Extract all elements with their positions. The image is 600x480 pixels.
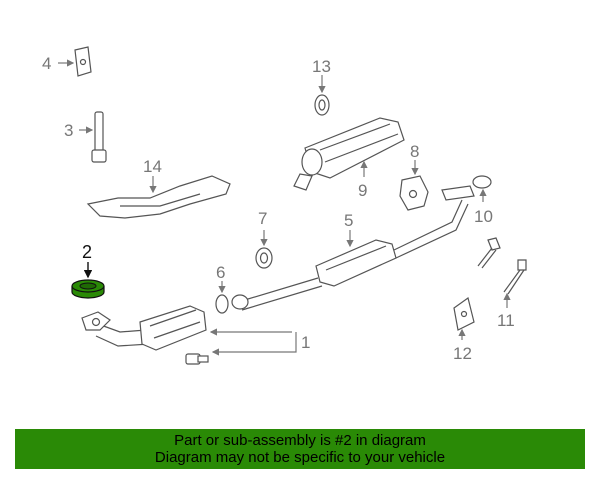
part-1-front-pipe-converter[interactable]: 1	[81, 305, 310, 365]
footer-banner: Part or sub-assembly is #2 in diagram Di…	[15, 429, 585, 469]
label-7: 7	[258, 209, 267, 228]
footer-line-2: Diagram may not be specific to your vehi…	[154, 449, 446, 466]
part-4-bracket[interactable]: 4	[42, 46, 92, 77]
label-11: 11	[497, 311, 515, 330]
label-5: 5	[344, 211, 353, 230]
label-2: 2	[82, 242, 92, 262]
label-14: 14	[143, 157, 162, 176]
label-12: 12	[453, 344, 472, 363]
label-9: 9	[358, 181, 367, 200]
label-10: 10	[474, 207, 493, 226]
label-1: 1	[301, 333, 310, 352]
part-11-bolt-spring[interactable]: 11	[477, 237, 527, 330]
part-9-muffler[interactable]: 9	[293, 117, 405, 200]
part-8-hanger-bracket[interactable]: 8	[399, 142, 429, 211]
part-10-gasket[interactable]: 10	[472, 175, 493, 226]
exhaust-parts-diagram: 4 3 14 13 9 8 10	[42, 46, 527, 365]
part-2-grommet-highlighted[interactable]: 2	[71, 242, 105, 299]
label-8: 8	[410, 142, 419, 161]
part-14-heat-shield[interactable]: 14	[86, 157, 231, 219]
part-12-bracket[interactable]: 12	[453, 296, 475, 363]
part-13-grommet[interactable]: 13	[312, 57, 331, 116]
part-3-bolt[interactable]: 3	[64, 111, 107, 163]
part-6-gasket[interactable]: 6	[215, 263, 229, 314]
label-4: 4	[42, 54, 51, 73]
part-5-resonator-pipe[interactable]: 5	[231, 185, 475, 311]
part-7-grommet[interactable]: 7	[255, 209, 273, 269]
label-6: 6	[216, 263, 225, 282]
label-13: 13	[312, 57, 331, 76]
footer-line-1: Part or sub-assembly is #2 in diagram	[174, 432, 426, 449]
label-3: 3	[64, 121, 73, 140]
